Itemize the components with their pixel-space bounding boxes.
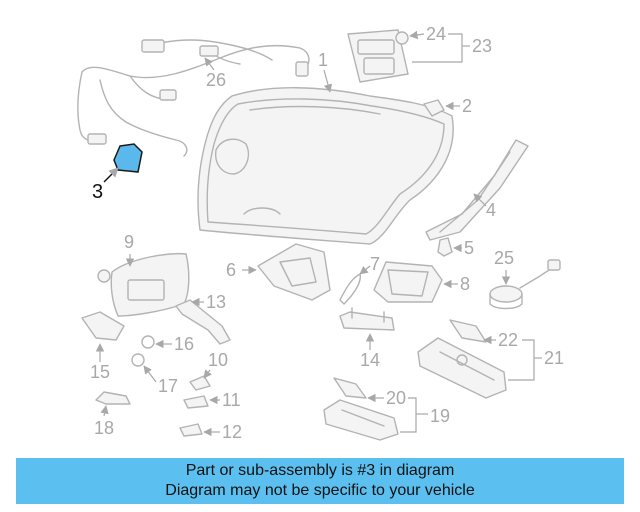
callout-18: 18 <box>94 418 114 438</box>
cover-part-10 <box>189 375 211 391</box>
visor-clip-part-15 <box>81 311 125 341</box>
callout-13: 13 <box>206 292 226 312</box>
clip-part-2 <box>423 99 445 117</box>
headliner-part <box>197 87 454 245</box>
callout-5: 5 <box>464 238 474 258</box>
wiring-harness-part <box>77 39 310 157</box>
callout-26: 26 <box>206 70 226 90</box>
callout-1: 1 <box>318 50 328 70</box>
callout-20: 20 <box>386 388 406 408</box>
callout-14: 14 <box>360 350 380 370</box>
callout-16: 16 <box>174 334 194 354</box>
callout-21: 21 <box>544 348 564 368</box>
callout-24: 24 <box>426 24 446 44</box>
info-banner: Part or sub-assembly is #3 in diagram Di… <box>16 458 624 504</box>
bulb-part-22 <box>449 319 487 343</box>
dome-lamp-part-21 <box>417 337 507 399</box>
sensor-part-25 <box>489 259 561 310</box>
callout-8: 8 <box>460 274 470 294</box>
callout-4: 4 <box>486 200 496 220</box>
banner-line-1: Part or sub-assembly is #3 in diagram <box>185 462 455 479</box>
cap-part-11 <box>183 395 209 409</box>
bulb-part-20 <box>333 377 367 399</box>
lamp-part-19 <box>323 399 399 441</box>
callout-12: 12 <box>222 422 242 442</box>
overhead-console-part <box>347 29 409 83</box>
cap-part-5 <box>437 237 453 257</box>
callout-6: 6 <box>226 260 236 280</box>
callout-10: 10 <box>208 350 228 370</box>
callout-22: 22 <box>498 330 518 350</box>
highlighted-part-3[interactable] <box>113 143 143 173</box>
callout-11: 11 <box>222 390 241 410</box>
cap-part-12 <box>179 423 203 437</box>
banner-line-2: Diagram may not be specific to your vehi… <box>165 482 475 499</box>
ring-part-16 <box>141 335 155 349</box>
ring-part-17 <box>131 353 145 367</box>
callout-25: 25 <box>494 248 514 268</box>
lamp-housing-part-8 <box>373 261 443 303</box>
mount-bracket-part-14 <box>339 307 395 331</box>
callout-15: 15 <box>90 362 110 382</box>
callout-17: 17 <box>158 376 178 396</box>
handle-part-18 <box>95 391 131 405</box>
callout-2: 2 <box>462 96 472 116</box>
seal-part-7 <box>339 273 361 305</box>
sun-visor-part <box>97 252 190 317</box>
callout-3: 3 <box>92 181 103 203</box>
callout-19: 19 <box>430 406 450 426</box>
callout-7: 7 <box>370 254 380 274</box>
bracket-part-6 <box>257 243 331 301</box>
callout-9: 9 <box>124 232 134 252</box>
callout-23: 23 <box>472 36 492 56</box>
